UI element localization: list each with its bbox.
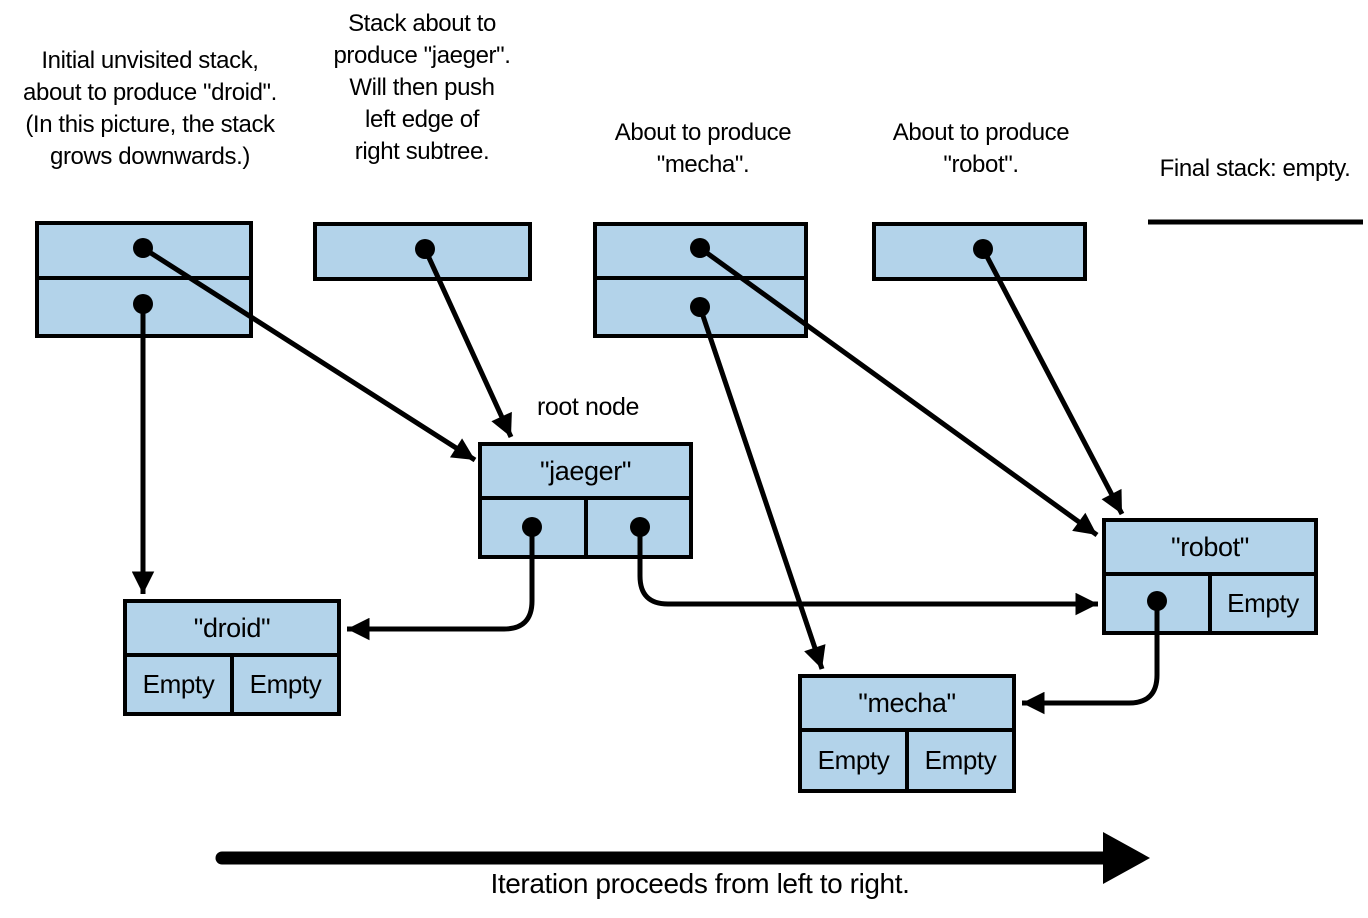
arrow-stack3-bottom-to-mecha xyxy=(697,306,826,670)
iteration-caption: Iteration proceeds from left to right. xyxy=(490,868,910,899)
node-droid-right-empty: Empty xyxy=(249,669,322,699)
stack2-box xyxy=(313,222,532,281)
stack4-box xyxy=(872,222,1087,281)
caption-final-stack: Final stack: empty. xyxy=(1159,155,1351,182)
node-jaeger-left-pointer xyxy=(482,500,588,555)
node-droid: "droid" Empty Empty xyxy=(123,599,341,716)
stack3-frame-bottom xyxy=(597,280,804,334)
stack1-box xyxy=(35,221,253,338)
stack1-frame-bottom xyxy=(39,280,249,335)
caption-stack3: About to produce "mecha". xyxy=(614,119,792,178)
node-jaeger-right-pointer xyxy=(588,500,690,555)
node-mecha-right-empty: Empty xyxy=(924,745,997,775)
caption-stack2: Stack about to produce "jaeger". Will th… xyxy=(333,10,511,165)
node-jaeger: "jaeger" xyxy=(478,442,693,559)
caption-stack4: About to produce "robot". xyxy=(892,119,1070,178)
caption-stack1: Initial unvisited stack, about to produc… xyxy=(23,47,277,170)
node-droid-label: "droid" xyxy=(127,603,337,657)
node-jaeger-label: "jaeger" xyxy=(482,446,689,500)
node-robot-label: "robot" xyxy=(1106,522,1314,576)
stack1-frame-top xyxy=(39,225,249,280)
node-robot-right-empty: Empty xyxy=(1227,588,1299,618)
root-node-label: root node xyxy=(536,393,640,421)
node-robot-left-pointer xyxy=(1106,576,1212,631)
node-mecha-label: "mecha" xyxy=(802,678,1012,732)
stack3-box xyxy=(593,222,808,338)
node-droid-left-empty: Empty xyxy=(127,657,234,712)
arrow-jaeger-right-to-robot xyxy=(637,527,1098,616)
node-mecha: "mecha" Empty Empty xyxy=(798,674,1016,793)
arrow-stack4-to-robot xyxy=(980,247,1125,516)
node-robot: "robot" Empty xyxy=(1102,518,1318,635)
node-mecha-left-empty: Empty xyxy=(802,732,909,789)
stack3-frame-top xyxy=(597,226,804,280)
